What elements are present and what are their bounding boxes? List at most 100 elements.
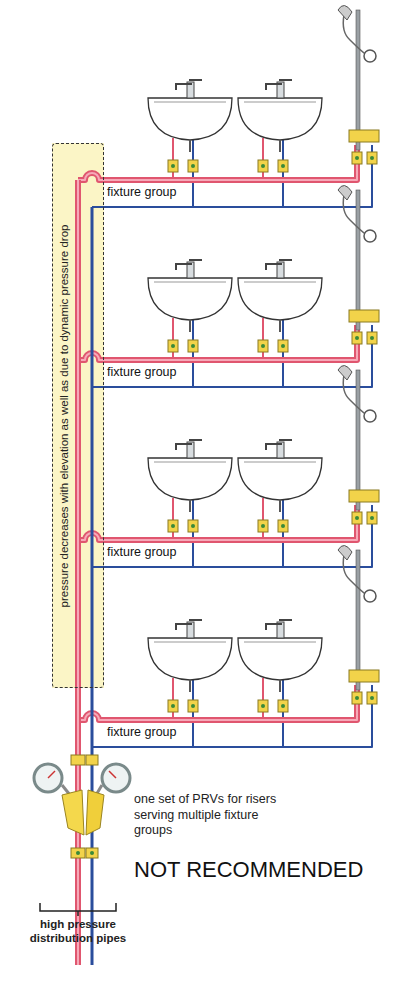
hot-pipe	[78, 685, 357, 720]
fixture-group-drawing	[78, 545, 379, 747]
isolation-valve	[367, 692, 377, 704]
valve-dot	[281, 704, 285, 708]
isolation-valve	[258, 700, 268, 712]
sink-rim	[244, 642, 316, 643]
shower-mixer	[349, 310, 379, 322]
isolation-valve	[352, 152, 362, 164]
shower-bar	[356, 10, 360, 150]
sink-drain	[279, 320, 281, 332]
isolation-valve	[278, 700, 288, 712]
faucet-lever	[279, 79, 292, 81]
isolation-valve	[258, 340, 268, 352]
isolation-valve	[367, 332, 377, 344]
shower-outlet	[364, 230, 376, 242]
valve-dot	[281, 524, 285, 528]
faucet-lever	[189, 439, 202, 441]
hot-supply	[262, 678, 264, 720]
hot-supply	[172, 318, 174, 360]
sink-basin	[238, 98, 322, 140]
pressure-band: pressure decreases with elevation as wel…	[52, 143, 104, 688]
faucet-spout	[266, 624, 282, 630]
fixture-group-drawing	[78, 185, 379, 387]
group-label: fixture group	[104, 365, 179, 379]
cold-pipe	[92, 505, 372, 567]
isolation-valve	[168, 700, 178, 712]
hot-pipe-inner	[78, 505, 357, 540]
shower-mixer	[349, 670, 379, 682]
valve-dot	[355, 156, 359, 160]
isolation-valve	[352, 692, 362, 704]
sink-drain	[189, 680, 191, 692]
faucet-lever	[189, 79, 202, 81]
warning-label: NOT RECOMMENDED	[134, 857, 363, 882]
isolation-valve	[367, 512, 377, 524]
prv-note: one set of PRVs for risers serving multi…	[134, 792, 284, 839]
sink-basin	[148, 638, 232, 680]
sink-rim	[154, 282, 226, 283]
group-label: fixture group	[104, 725, 179, 739]
fixture-groups	[78, 5, 379, 747]
faucet-lever	[279, 619, 292, 621]
valve-dot	[191, 704, 195, 708]
shower-hose	[343, 555, 368, 596]
shower-outlet	[364, 590, 376, 602]
hot-pipe-inner	[78, 145, 357, 180]
group-label: fixture group	[104, 185, 179, 199]
fixture-group-drawing	[78, 365, 379, 567]
valve-dot	[370, 336, 374, 340]
shower-hose	[343, 375, 368, 416]
shower-mixer	[349, 130, 379, 142]
isolation-valve	[367, 152, 377, 164]
isolation-valve	[188, 520, 198, 532]
valve-dot	[191, 524, 195, 528]
band-label: pressure decreases with elevation as wel…	[58, 224, 71, 607]
valve-dot	[261, 704, 265, 708]
sink-basin	[148, 278, 232, 320]
hot-supply	[172, 678, 174, 720]
shower-hose	[343, 195, 368, 236]
isolation-valve	[168, 520, 178, 532]
sink-rim	[244, 102, 316, 103]
prv-assembly	[34, 755, 130, 858]
faucet-lever	[279, 439, 292, 441]
hot-pipe-inner	[78, 685, 357, 720]
isolation-valve	[278, 340, 288, 352]
valve-dot	[171, 344, 175, 348]
shower-outlet	[364, 50, 376, 62]
sink-rim	[244, 462, 316, 463]
sink-basin	[238, 278, 322, 320]
valve-dot	[261, 524, 265, 528]
valve-dot	[261, 164, 265, 168]
sink-drain	[279, 140, 281, 152]
isolation-valve	[278, 160, 288, 172]
valve-dot	[171, 704, 175, 708]
hot-supply	[262, 498, 264, 540]
sink-rim	[154, 642, 226, 643]
hot-supply	[262, 138, 264, 180]
hot-pipe	[78, 145, 357, 180]
faucet-spout	[176, 444, 192, 450]
isolation-valve	[188, 160, 198, 172]
valve-dot	[171, 164, 175, 168]
faucet-spout	[266, 84, 282, 90]
hot-pipe	[78, 505, 357, 540]
cold-riser	[91, 207, 94, 965]
sink-drain	[189, 500, 191, 512]
shower-bar	[356, 370, 360, 510]
cold-pipe	[92, 325, 372, 387]
shower-hose	[343, 15, 368, 56]
valve-dot	[191, 164, 195, 168]
shower-head	[338, 5, 352, 20]
isolation-valve	[168, 160, 178, 172]
sink-drain	[279, 680, 281, 692]
sink-basin	[148, 98, 232, 140]
shower-bar	[356, 190, 360, 330]
isolation-valve	[188, 340, 198, 352]
valve-dot	[370, 156, 374, 160]
faucet-lever	[189, 619, 202, 621]
faucet-spout	[266, 444, 282, 450]
shower-head	[338, 545, 352, 560]
isolation-valve	[258, 160, 268, 172]
hot-supply	[262, 318, 264, 360]
pipe-bracket	[40, 903, 116, 916]
